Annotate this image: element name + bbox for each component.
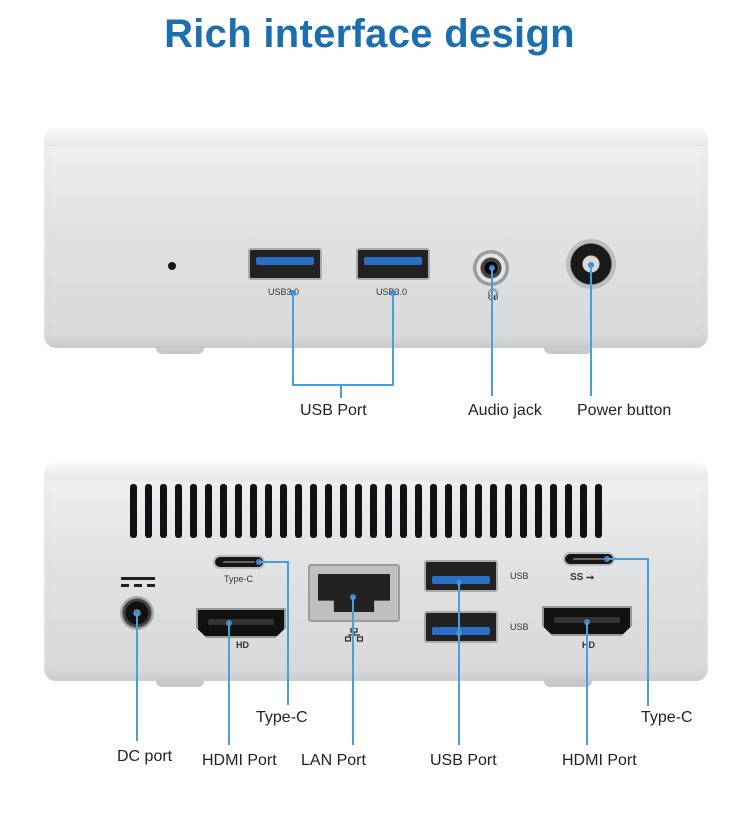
dc-port-callout: DC port bbox=[117, 748, 173, 765]
typec-left-callout-v bbox=[287, 561, 289, 705]
front-panel bbox=[44, 128, 708, 348]
audio-callout-line bbox=[491, 268, 493, 396]
typec-right-callout-v bbox=[647, 558, 649, 706]
usb-rear-callout-line bbox=[458, 582, 460, 745]
front-usb-label-left: USB3.0 bbox=[268, 287, 300, 297]
usb-callout-line-left bbox=[292, 293, 294, 385]
page-title: Rich interface design bbox=[164, 12, 575, 56]
status-led bbox=[168, 262, 176, 270]
rear-usb-label-bottom: USB bbox=[510, 622, 529, 632]
rear-hdmi-label-left: HD bbox=[236, 640, 249, 650]
rear-typec-port-right bbox=[563, 552, 615, 566]
usb-callout-line-bottom bbox=[292, 384, 394, 386]
usb-callout-line-right bbox=[392, 293, 394, 385]
front-usb-port-left bbox=[248, 248, 322, 280]
typec-right-callout-h bbox=[607, 558, 649, 560]
lan-port bbox=[308, 564, 400, 622]
rear-foot-left bbox=[156, 679, 204, 687]
rear-typec-port-left bbox=[213, 555, 265, 569]
network-icon bbox=[345, 628, 363, 642]
usb-trident-icon: ⭢ bbox=[583, 572, 595, 583]
typec-right-callout: Type-C bbox=[641, 709, 693, 726]
typec-left-callout: Type-C bbox=[256, 709, 308, 726]
rear-foot-right bbox=[544, 679, 592, 687]
power-callout-line bbox=[590, 265, 592, 396]
front-foot-left bbox=[156, 346, 204, 354]
power-button-callout: Power button bbox=[577, 402, 672, 419]
audio-jack-callout: Audio jack bbox=[468, 402, 542, 419]
front-foot-right bbox=[544, 346, 592, 354]
rear-usb-label-top: USB bbox=[510, 571, 529, 581]
typec-left-callout-h bbox=[259, 561, 289, 563]
hdmi-left-callout: HDMI Port bbox=[202, 752, 277, 769]
rear-hdmi-label-right: HD bbox=[582, 640, 595, 650]
rear-usb-port-bottom bbox=[424, 611, 498, 643]
dc-callout-line bbox=[136, 613, 138, 741]
usb-port-callout: USB Port bbox=[300, 402, 367, 419]
dc-symbol-icon bbox=[121, 577, 155, 587]
rear-hdmi-port-left bbox=[196, 608, 286, 638]
rear-typec-label-right: SS ⭢ bbox=[570, 572, 594, 583]
superspeed-label: SS bbox=[570, 572, 584, 583]
hdmi-right-callout-line bbox=[586, 622, 588, 745]
rear-vents bbox=[130, 484, 602, 538]
lan-callout-line bbox=[352, 597, 354, 745]
rear-usb-port-top bbox=[424, 560, 498, 592]
usb-rear-callout: USB Port bbox=[430, 752, 497, 769]
front-usb-port-right bbox=[356, 248, 430, 280]
rear-typec-label-left: Type-C bbox=[224, 574, 254, 584]
hdmi-left-callout-line bbox=[228, 623, 230, 745]
hdmi-right-callout: HDMI Port bbox=[562, 752, 637, 769]
lan-port-callout: LAN Port bbox=[301, 752, 366, 769]
usb-callout-line-stem bbox=[340, 384, 342, 398]
